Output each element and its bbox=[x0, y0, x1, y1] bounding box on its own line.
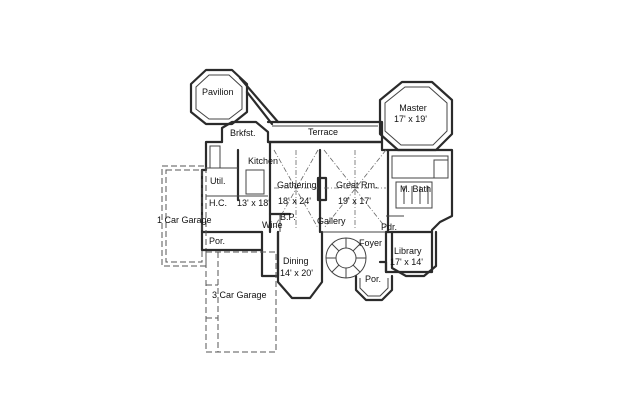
room-size-dining: 14' x 20' bbox=[280, 268, 313, 278]
room-label-hc: H.C. bbox=[209, 198, 227, 208]
interior-walls bbox=[206, 140, 449, 274]
main-house-walls bbox=[200, 120, 454, 302]
room-label-util: Util. bbox=[210, 176, 226, 186]
room-size-hc: 13' x 18' bbox=[237, 198, 270, 208]
room-label-gallery: Gallery bbox=[317, 216, 346, 226]
room-label-pavilion: Pavilion bbox=[202, 87, 234, 97]
room-label-garage-1: 1 Car Garage bbox=[157, 215, 212, 225]
room-label-pdr: Pdr. bbox=[381, 222, 398, 232]
room-size-gathering: 18' x 24' bbox=[278, 196, 311, 206]
room-label-library: Library bbox=[394, 246, 422, 256]
room-label-master: Master bbox=[398, 103, 428, 113]
ceiling-beams bbox=[273, 149, 387, 229]
room-label-m-bath: M. Bath bbox=[400, 184, 432, 194]
room-label-dining: Dining bbox=[283, 256, 309, 266]
room-label-brkfst: Brkfst. bbox=[230, 128, 256, 138]
room-label-wine: Wine bbox=[262, 220, 283, 230]
garage-1-outline bbox=[161, 165, 207, 267]
room-label-porch-left: Por. bbox=[209, 236, 226, 246]
porch-left-outline bbox=[200, 230, 264, 252]
room-label-terrace: Terrace bbox=[308, 127, 339, 137]
room-size-master: 17' x 19' bbox=[394, 114, 427, 124]
pavilion-walls bbox=[189, 68, 280, 126]
library-walls bbox=[390, 230, 438, 278]
room-size-library: 17' x 14' bbox=[390, 257, 423, 267]
room-size-great-rm: 19' x 17' bbox=[338, 196, 371, 206]
room-label-porch-front: Por. bbox=[365, 274, 382, 284]
garage-3-outline bbox=[205, 251, 277, 353]
room-label-garage-3: 3 Car Garage bbox=[212, 290, 267, 300]
room-label-gathering: Gathering bbox=[277, 180, 317, 190]
spiral-stair bbox=[325, 237, 367, 279]
room-label-foyer: Foyer bbox=[359, 238, 383, 248]
room-label-bp: B.P. bbox=[280, 212, 296, 222]
room-name-master: Master bbox=[399, 103, 427, 113]
room-label-great-rm: Great Rm. bbox=[336, 180, 378, 190]
room-label-kitchen: Kitchen bbox=[248, 156, 279, 166]
